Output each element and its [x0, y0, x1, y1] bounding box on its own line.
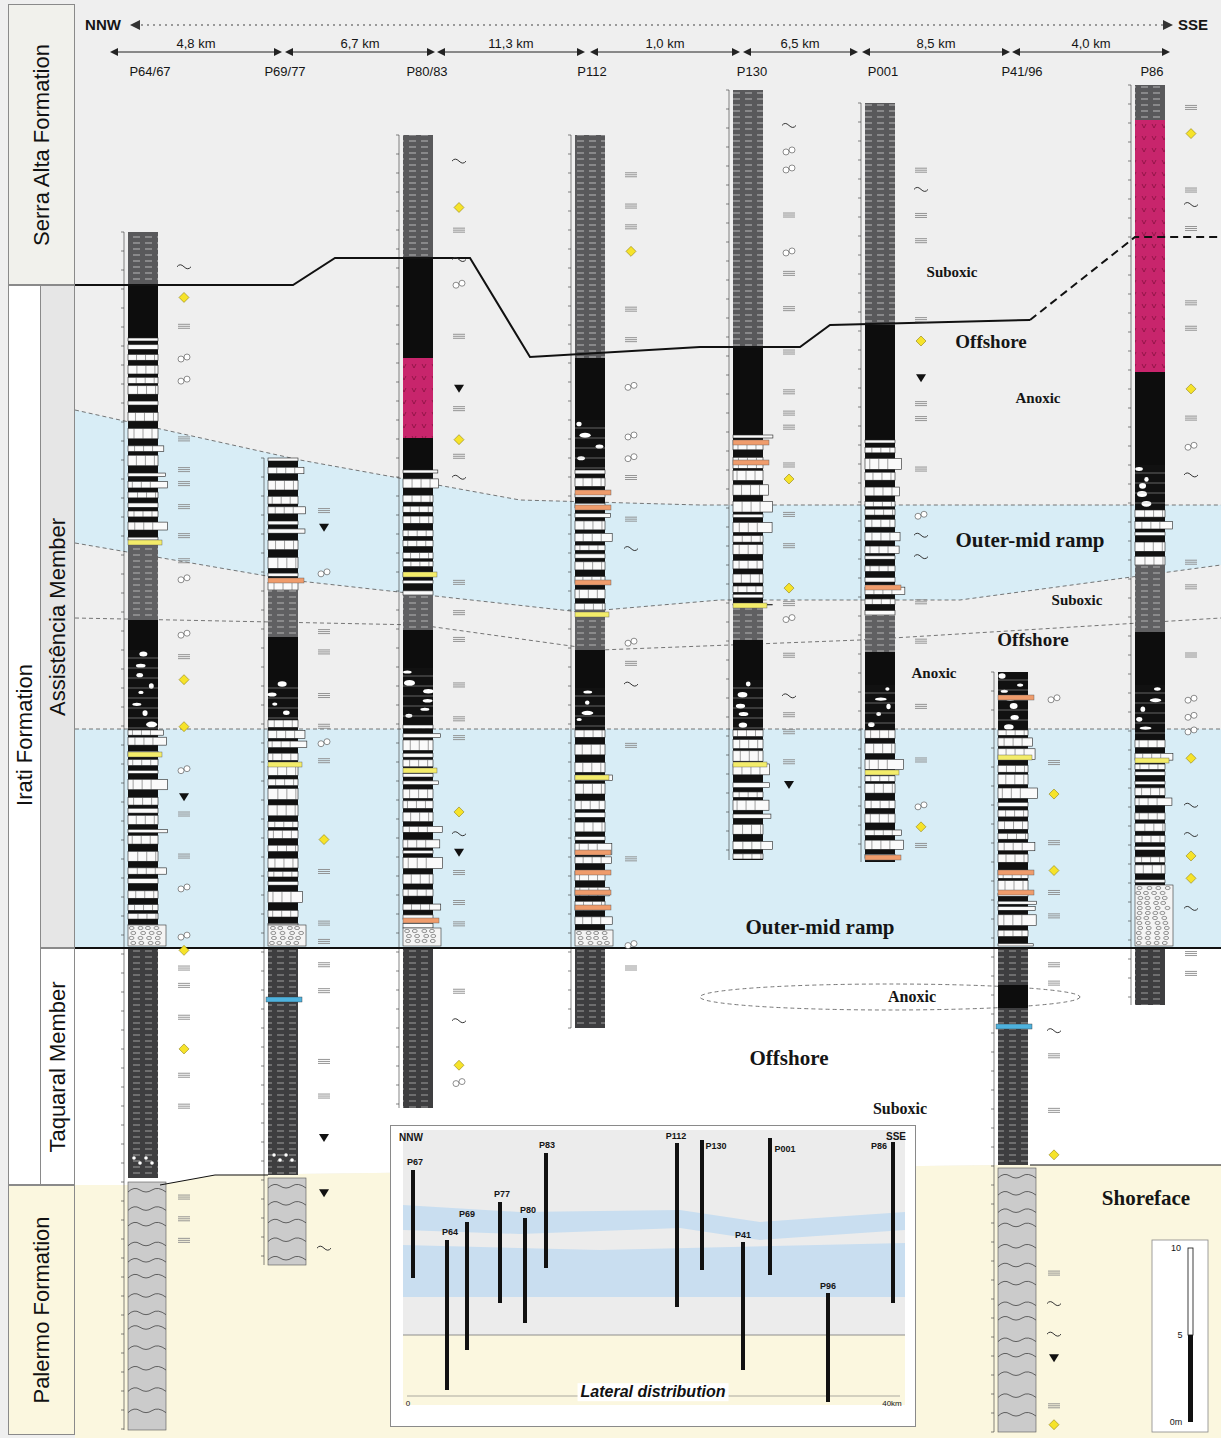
facies-label: Anoxic [912, 665, 957, 682]
well-column [858, 103, 905, 862]
facies-boundary [75, 410, 1221, 1010]
well-column [726, 90, 773, 860]
distance-label: 4,0 km [1071, 37, 1110, 51]
axis-number: 40km [882, 1400, 902, 1409]
inset-label: P80 [520, 1206, 536, 1216]
inset-title: Lateral distribution [578, 1383, 729, 1401]
formation-band: Irati Formation Assistência MemberTaquara… [8, 285, 75, 1185]
inset-label: SSE [886, 1131, 906, 1142]
direction-label: NNW [85, 17, 121, 34]
well-column [568, 135, 613, 1028]
facies-label: Offshore [997, 630, 1068, 651]
direction-label: SSE [1178, 17, 1208, 34]
distance-label: 1,0 km [645, 37, 684, 51]
well-name: P69/77 [264, 65, 305, 79]
inset-drawing [390, 1125, 916, 1427]
facies-label: Shoreface [1102, 1187, 1190, 1210]
scale-number: 0m [1170, 1418, 1183, 1428]
well-column [261, 458, 307, 1265]
formation-band: Serra Alta Formation [8, 4, 75, 285]
well-column [1128, 85, 1173, 1005]
distance-label: 8,5 km [916, 37, 955, 51]
member-band: Assistência Member [40, 285, 75, 948]
ramp-band [75, 729, 1221, 948]
unit-name: Palermo Formation [29, 1216, 53, 1403]
inset-label: P83 [539, 1141, 555, 1151]
facies-label: Outer-mid ramp [955, 529, 1104, 552]
axis-number: 0 [406, 1400, 410, 1409]
distance-label: 6,5 km [780, 37, 819, 51]
facies-label: Offshore [750, 1047, 829, 1070]
facies-label: Outer-mid ramp [745, 916, 894, 939]
facies-label: Anoxic [1016, 390, 1061, 407]
well-name: P130 [737, 65, 767, 79]
well-name: P41/96 [1001, 65, 1042, 79]
unit-name: Irati Formation [13, 664, 37, 806]
inset-label: P96 [820, 1282, 836, 1292]
well-column [121, 232, 168, 1430]
well-name: P80/83 [406, 65, 447, 79]
inset-label: NNW [399, 1132, 423, 1143]
facies-label: Suboxic [927, 264, 978, 281]
inset-label: P112 [666, 1132, 687, 1142]
inset-label: P86 [871, 1142, 887, 1152]
inset-label: P41 [735, 1231, 751, 1241]
inset-label: P130 [705, 1142, 726, 1152]
well-column [396, 135, 443, 1108]
facies-label: Anoxic [888, 988, 936, 1006]
member-band: Taquaral Member [40, 948, 75, 1185]
well-column [991, 672, 1037, 1432]
well-name: P86 [1140, 65, 1163, 79]
formation-band: Palermo Formation [8, 1185, 75, 1435]
distance-label: 4,8 km [176, 37, 215, 51]
ramp-band [75, 410, 1221, 612]
distance-label: 11,3 km [488, 37, 533, 51]
scale-bar [1152, 1240, 1208, 1432]
distance-label: 6,7 km [340, 37, 379, 51]
facies-label: Suboxic [1052, 592, 1103, 609]
inset-label: P67 [407, 1158, 423, 1168]
facies-symbols [177, 105, 1198, 1429]
unit-name: Assistência Member [45, 517, 69, 715]
unit-name: Serra Alta Formation [29, 44, 53, 246]
formation-contact [75, 237, 1221, 1185]
well-name: P001 [868, 65, 898, 79]
facies-label: Offshore [955, 332, 1026, 353]
inset-label: P001 [774, 1145, 795, 1155]
inset-panel: Lateral distribution [390, 1125, 916, 1427]
facies-label: Suboxic [873, 1100, 927, 1118]
scale-number: 10 [1171, 1244, 1181, 1254]
inset-label: P64 [442, 1228, 458, 1238]
well-name: P112 [577, 65, 606, 79]
distance-arrows [110, 20, 1173, 56]
well-name: P64/67 [129, 65, 170, 79]
unit-name: Taquaral Member [45, 981, 69, 1152]
scale-number: 5 [1177, 1331, 1182, 1341]
inset-label: P77 [494, 1190, 510, 1200]
inset-label: P69 [459, 1210, 475, 1220]
